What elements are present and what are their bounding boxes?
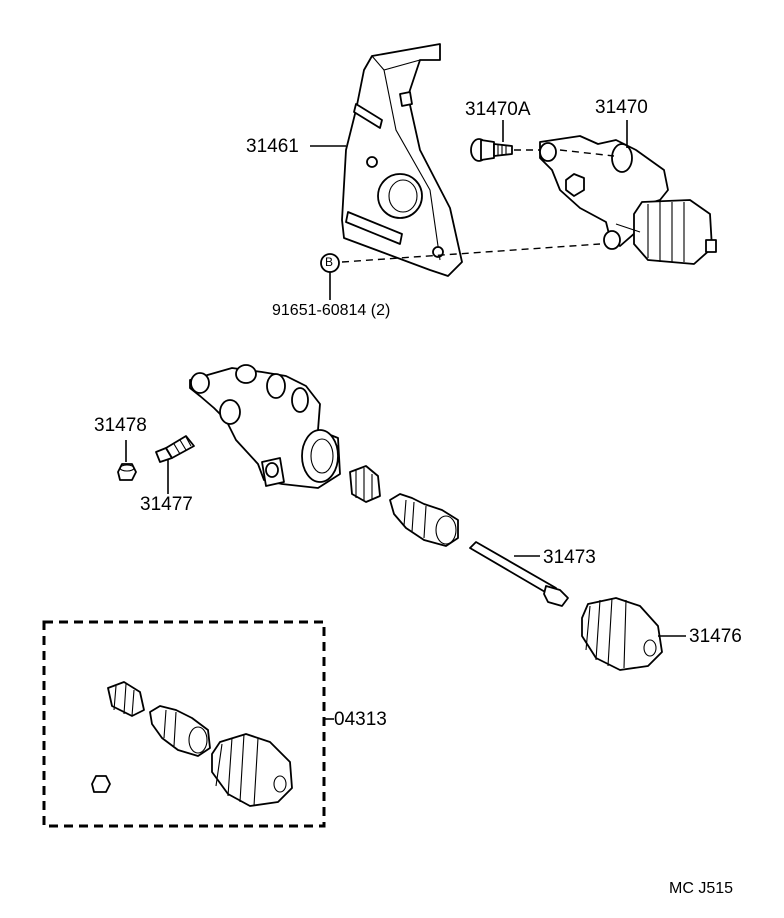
bracket-31461: [341, 43, 463, 277]
figure-code: MC J515: [669, 880, 734, 897]
cylinder-body: [189, 364, 341, 489]
bleeder-31477: [155, 435, 195, 463]
label-31473: 31473: [543, 547, 596, 568]
label-31470: 31470: [595, 97, 648, 118]
release-cylinder-31470: [539, 135, 717, 265]
push-rod-31473: [469, 541, 569, 607]
label-31477: 31477: [140, 494, 193, 515]
nut-code-B: B: [325, 255, 334, 269]
cap-31478: [117, 463, 137, 481]
bolt-31470A: [470, 138, 513, 162]
label-31478: 31478: [94, 415, 147, 436]
label-04313: 04313: [334, 709, 387, 730]
repair-kit-04313: [42, 620, 326, 828]
label-91651-60814: 91651-60814 (2): [272, 302, 391, 319]
label-31461: 31461: [246, 136, 299, 157]
piston: [389, 493, 459, 547]
boot-31476: [581, 597, 663, 671]
label-31476: 31476: [689, 626, 742, 647]
cylinder-cup: [349, 465, 381, 503]
label-31470A: 31470A: [465, 99, 531, 120]
